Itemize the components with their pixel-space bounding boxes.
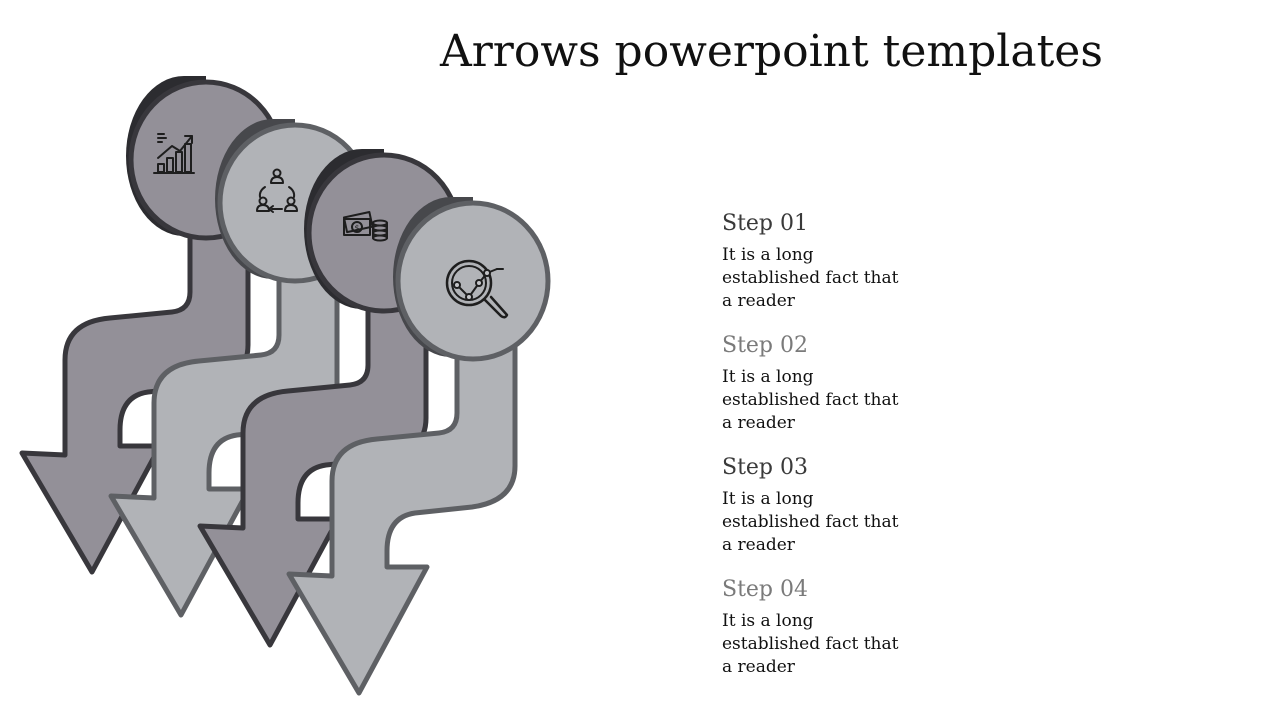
step-description: It is a long established fact that a rea… xyxy=(722,611,899,677)
step-description: It is a long established fact that a rea… xyxy=(722,245,899,311)
step-title: Step 01 xyxy=(722,211,809,236)
step-description: It is a long established fact that a rea… xyxy=(722,489,899,555)
arrow-4 xyxy=(286,197,551,696)
arrow-body xyxy=(286,328,518,696)
team-cycle-icon xyxy=(256,168,298,213)
step-title: Step 03 xyxy=(722,455,809,480)
step-2: Step 02 It is a long established fact th… xyxy=(722,330,1122,452)
slide-title: Arrows powerpoint templates xyxy=(440,26,1103,77)
step-3: Step 03 It is a long established fact th… xyxy=(722,452,1122,574)
step-title: Step 02 xyxy=(722,333,809,358)
step-4: Step 04 It is a long established fact th… xyxy=(722,574,1122,696)
step-1: Step 01 It is a long established fact th… xyxy=(722,208,1122,330)
money-coins-icon: $ xyxy=(342,211,388,242)
steps-list: Step 01 It is a long established fact th… xyxy=(722,208,1122,696)
cylinder-face xyxy=(395,200,551,362)
step-description: It is a long established fact that a rea… xyxy=(722,367,899,433)
magnifier-analytics-icon xyxy=(445,259,509,319)
arrows-diagram: $ xyxy=(19,76,551,696)
growth-chart-icon xyxy=(153,133,195,174)
svg-text:$: $ xyxy=(354,224,359,233)
step-title: Step 04 xyxy=(722,577,809,602)
